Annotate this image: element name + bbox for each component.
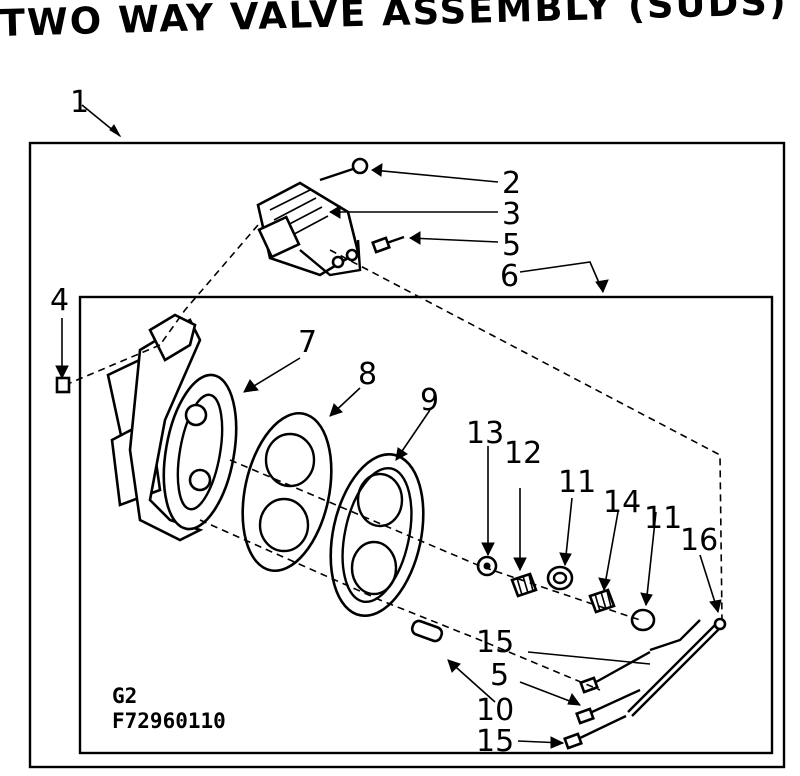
screw-part-upper (371, 235, 405, 254)
outer-assembly-frame (28, 141, 786, 769)
label-3: 3 (502, 197, 521, 232)
label-11-left: 11 (558, 465, 596, 500)
label-10: 10 (476, 693, 514, 728)
label-5-lower: 5 (490, 658, 509, 693)
valve-body-part (106, 313, 204, 542)
label-14: 14 (603, 485, 641, 520)
link-rod-part (627, 617, 727, 717)
screw-part (319, 157, 369, 182)
gasket-frame-part (162, 373, 238, 531)
clip-part (55, 376, 71, 394)
label-6: 6 (500, 259, 519, 294)
label-12: 12 (504, 436, 542, 471)
figure-code: F72960110 (112, 709, 226, 733)
diaphragm-part (241, 411, 333, 573)
label-16: 16 (680, 523, 718, 558)
label-8: 8 (358, 357, 377, 392)
arrowheads (55, 124, 722, 749)
label-15-upper: 15 (476, 625, 514, 660)
solenoid-part (256, 181, 362, 277)
label-4: 4 (50, 283, 69, 318)
guide-plate-part (329, 452, 425, 618)
assembly-dashed-lines (69, 224, 723, 691)
small-parts-row (476, 555, 656, 632)
pin-part (410, 619, 444, 643)
label-11-right: 11 (644, 501, 682, 536)
label-9: 9 (420, 383, 439, 418)
label-2: 2 (502, 166, 521, 201)
label-15-lower: 15 (476, 724, 514, 759)
label-5-upper: 5 (502, 228, 521, 263)
bottom-screws (563, 650, 651, 750)
label-7: 7 (298, 325, 317, 360)
inner-assembly-frame (78, 295, 774, 755)
label-13: 13 (466, 416, 504, 451)
group-code: G2 (112, 684, 137, 708)
label-1: 1 (70, 85, 89, 120)
